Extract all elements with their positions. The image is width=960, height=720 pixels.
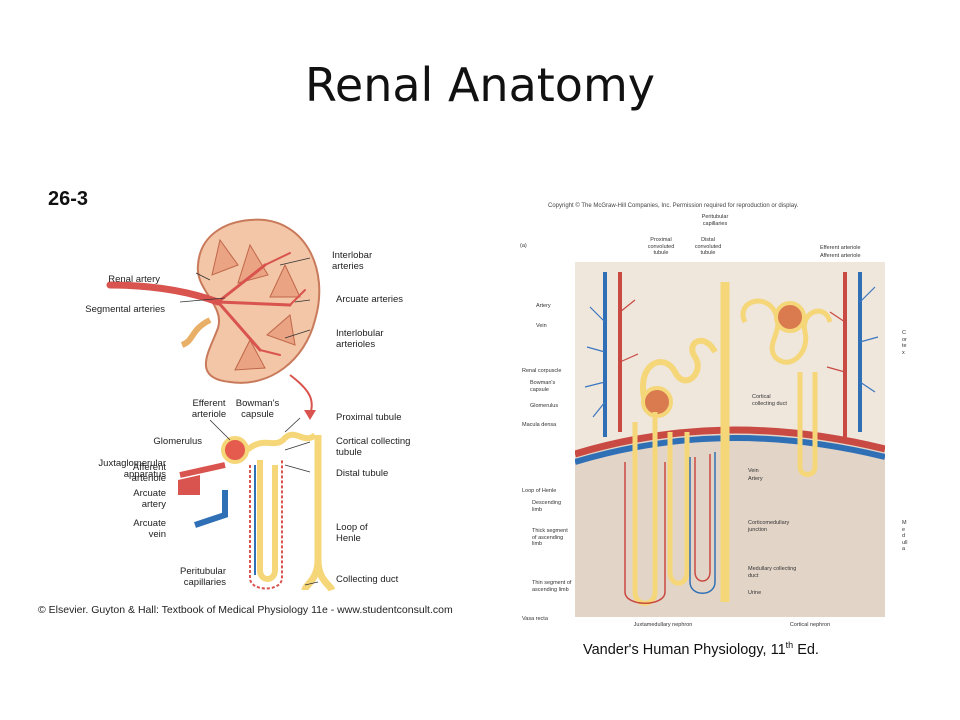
- r-label-vein: Vein: [536, 323, 547, 329]
- label-proximal-tubule: Proximal tubule: [336, 412, 402, 423]
- r-label-corticomedullary-junction: Corticomedullary junction: [748, 520, 790, 533]
- credit-end: Ed.: [793, 641, 819, 658]
- label-segmental-arteries: Segmental arteries: [85, 304, 165, 315]
- r-label-afferent-arteriole: Afferent arteriole: [820, 253, 861, 259]
- r-label-cortical-collecting-duct: Cortical collecting duct: [752, 394, 787, 407]
- label-juxtaglomerular: Juxtaglomerular apparatus: [98, 458, 166, 480]
- label-arcuate-arteries: Arcuate arteries: [336, 294, 404, 305]
- r-label-thin-segment: Thin segment of ascending limb: [532, 580, 572, 593]
- panel-label: (a): [520, 243, 527, 249]
- label-interlobular-arterioles: Interlobular arterioles: [336, 328, 384, 350]
- r-label-vein-2: Vein: [748, 468, 759, 474]
- slide-title: Renal Anatomy: [305, 58, 655, 112]
- r-label-loop-of-henle: Loop of Henle: [522, 488, 557, 494]
- label-efferent-arteriole: Efferent arteriole: [191, 398, 227, 420]
- r-label-renal-corpuscle: Renal corpuscle: [522, 368, 562, 374]
- r-label-urine: Urine: [748, 590, 762, 596]
- r-label-medulla: Medulla: [902, 520, 908, 552]
- r-label-glomerulus: Glomerulus: [530, 403, 559, 409]
- r-label-artery: Artery: [536, 303, 551, 309]
- r-label-artery-2: Artery: [748, 476, 763, 482]
- label-cortical-collecting-tubule: Cortical collecting tubule: [336, 436, 411, 458]
- r-label-bowmans-capsule: Bowman's capsule: [530, 380, 556, 393]
- label-arcuate-artery: Arcuate artery: [133, 488, 166, 510]
- right-figure-credit: Vander's Human Physiology, 11th Ed.: [583, 640, 819, 658]
- r-label-medullary-collecting-duct: Medullary collecting duct: [748, 566, 797, 579]
- label-afferent-arteriole: Afferent arteriole: [131, 462, 166, 484]
- r-label-efferent-arteriole: Efferent arteriole: [820, 245, 861, 251]
- label-distal-tubule: Distal tubule: [336, 468, 389, 479]
- label-arcuate-vein: Arcuate vein: [133, 518, 166, 540]
- r-label-descending-limb: Descending limb: [532, 500, 562, 513]
- label-peritubular-capillaries: Peritubular capillaries: [180, 566, 226, 588]
- r-label-distal-convoluted-tubule: Distal convoluted tubule: [694, 237, 722, 256]
- nephron-cortex-medulla-illustration: [575, 262, 885, 617]
- r-label-cortex: Cortex: [902, 330, 907, 356]
- r-label-juxtamedullary-nephron: Juxtamedullary nephron: [633, 622, 693, 628]
- credit-main: Vander's Human Physiology, 11: [583, 641, 786, 658]
- r-label-cortical-nephron: Cortical nephron: [789, 622, 831, 628]
- credit-sup: th: [785, 640, 794, 650]
- label-glomerulus: Glomerulus: [153, 436, 202, 447]
- label-collecting-duct: Collecting duct: [336, 574, 399, 585]
- r-label-peritubular-capillaries: Peritubular capillaries: [701, 214, 729, 227]
- label-renal-artery: Renal artery: [108, 274, 160, 285]
- r-label-proximal-convoluted-tubule: Proximal convoluted tubule: [647, 237, 675, 256]
- r-label-thick-segment: Thick segment of ascending limb: [532, 528, 568, 547]
- r-label-macula-densa: Macula densa: [522, 422, 557, 428]
- label-bowmans-capsule: Bowman's capsule: [235, 398, 280, 420]
- figure-number: 26-3: [48, 188, 89, 210]
- label-interlobar-arteries: Interlobar arteries: [332, 250, 373, 272]
- r-label-vasa-recta: Vasa recta: [522, 616, 548, 622]
- right-figure-copyright: Copyright © The McGraw-Hill Companies, I…: [548, 203, 799, 209]
- label-loop-of-henle: Loop of Henle: [336, 522, 368, 544]
- kidney-nephron-illustration: [106, 218, 336, 592]
- left-figure-credit: © Elsevier. Guyton & Hall: Textbook of M…: [38, 604, 453, 616]
